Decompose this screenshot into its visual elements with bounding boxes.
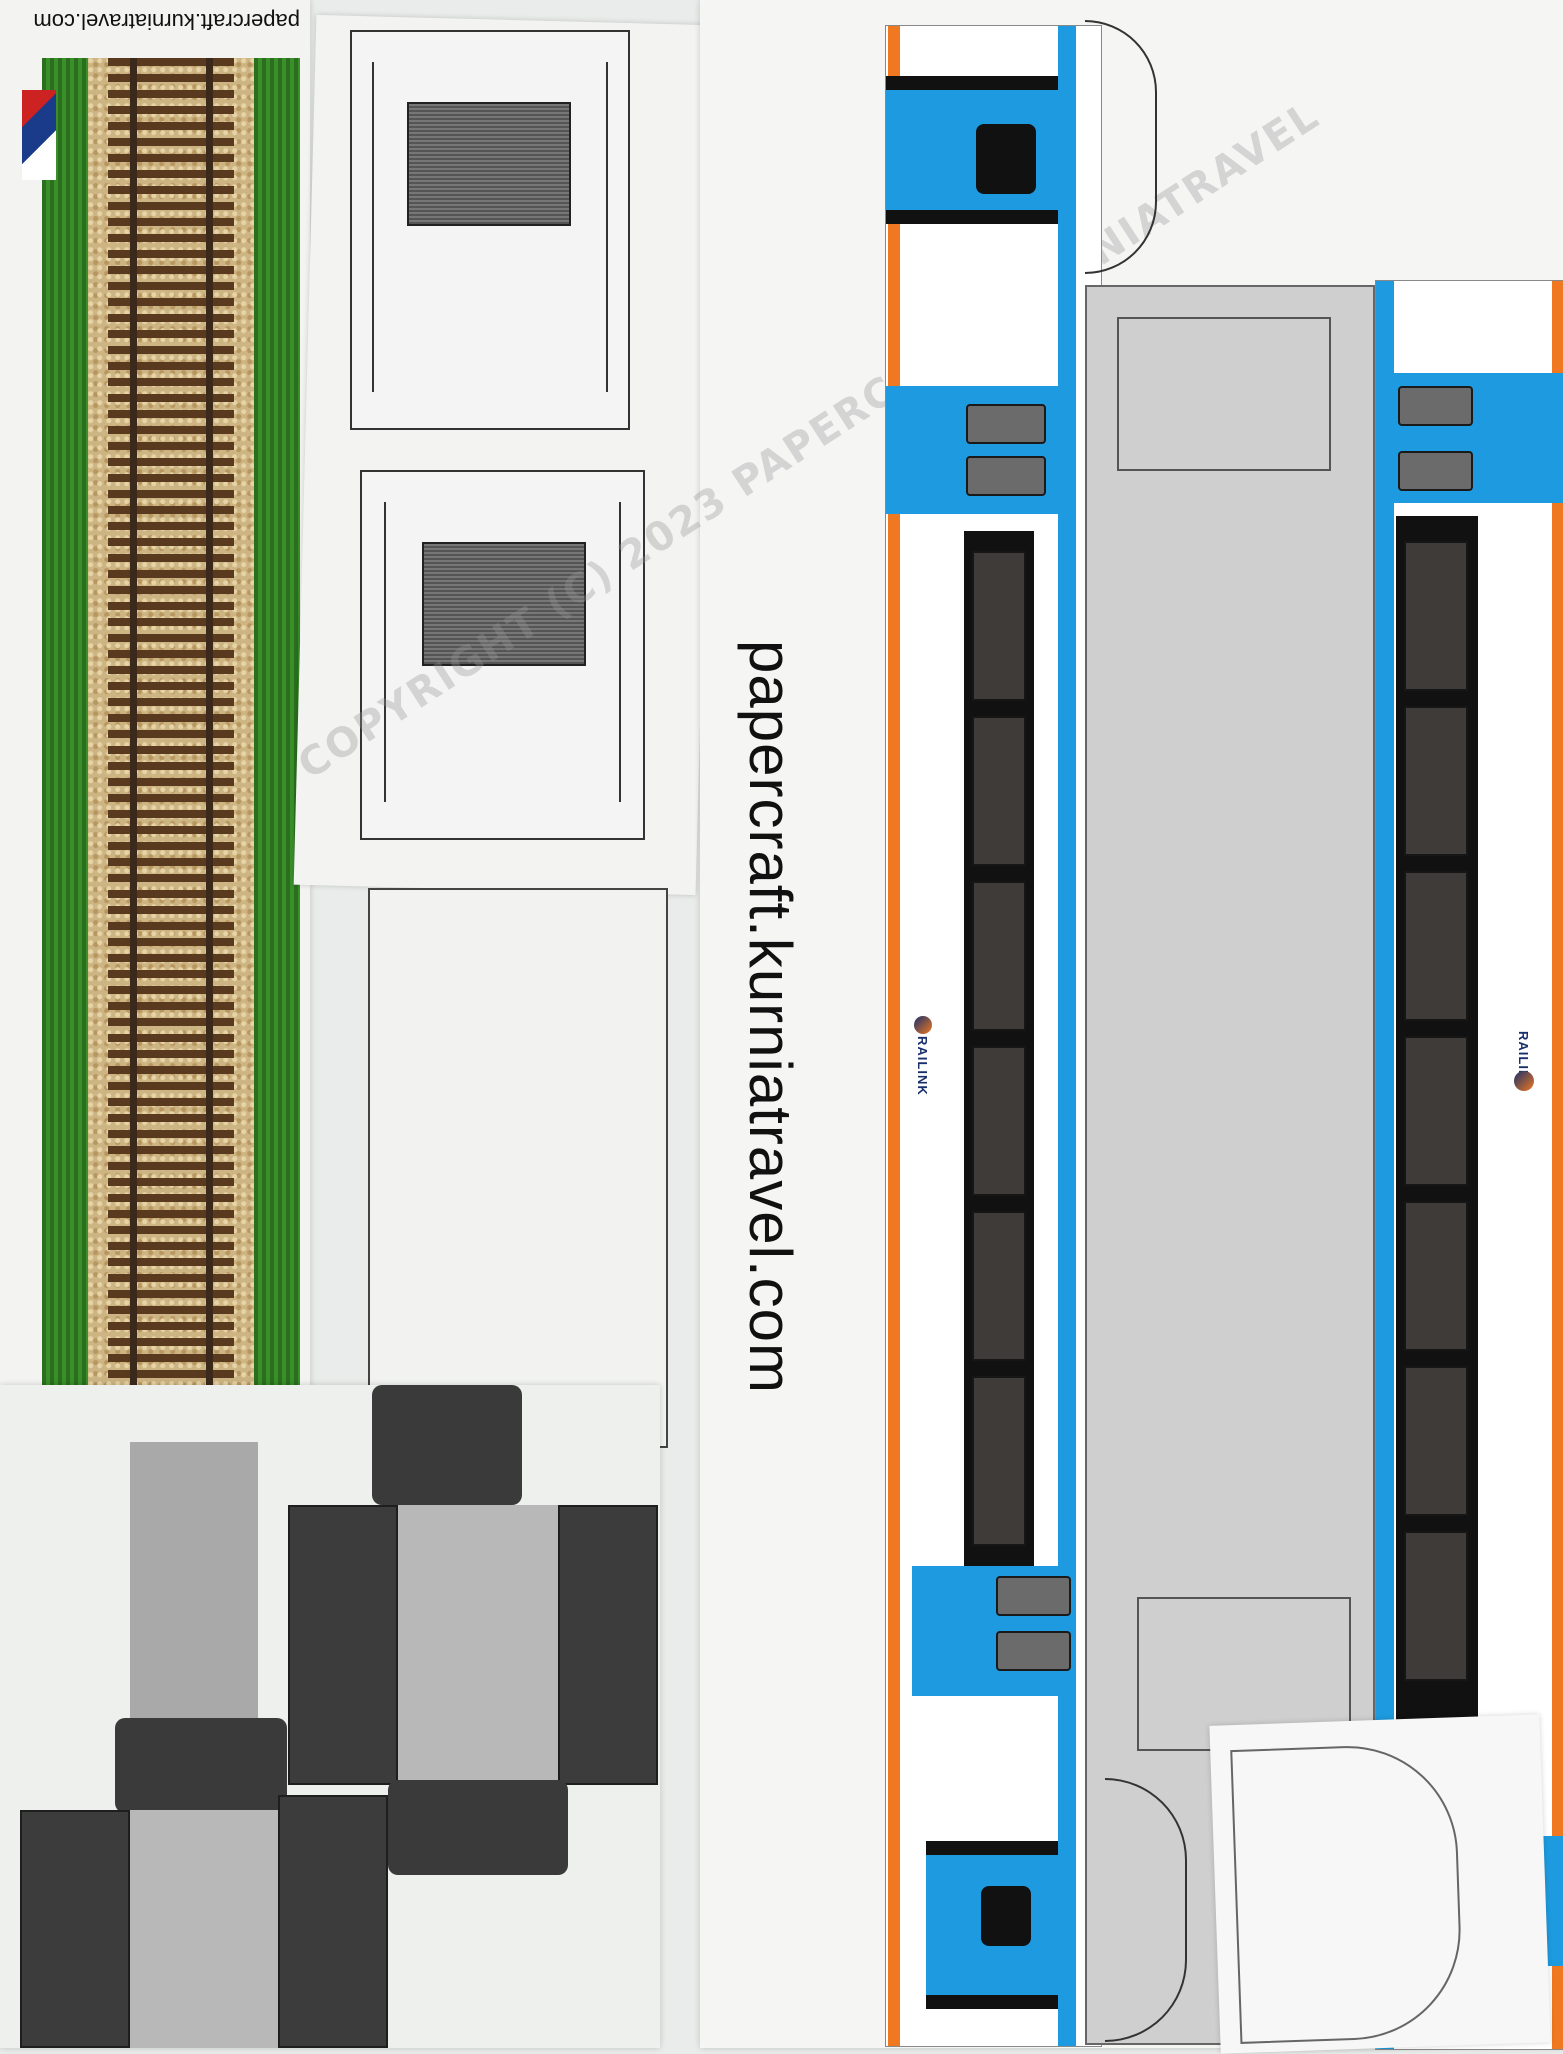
bogie-side-lower-right [278, 1795, 388, 2048]
railink-swoosh-icon-2 [1514, 1071, 1534, 1091]
small-site-text: papercraft.kurniatravel.com [33, 9, 300, 34]
small-logo-icon [22, 90, 56, 180]
railink-swoosh-icon [914, 1016, 932, 1034]
bogie-cap-lower [115, 1718, 287, 1813]
body-blank-panel [368, 888, 668, 1448]
loose-part-sheet [1209, 1714, 1551, 2054]
main-site-text: papercraft.kurniatravel.com [737, 640, 804, 1394]
bogie-side-lower-left [20, 1810, 130, 2048]
bogie-top-lower [130, 1810, 278, 2048]
railway-track-strip [42, 58, 300, 1386]
bogie-top [398, 1505, 558, 1785]
bogie-side-left [288, 1505, 398, 1785]
train-side-1: RAILINK [885, 25, 1102, 2047]
bogie-cap [372, 1385, 522, 1505]
bogie-cap-lower-2 [388, 1780, 568, 1875]
roof-net-bottom [360, 470, 645, 840]
nose-outline-bottom [1105, 1778, 1187, 2042]
nose-outline-top [1085, 20, 1157, 274]
bogie-side-right [558, 1505, 658, 1785]
railink-logo-1: RAILINK [915, 1036, 930, 1096]
roof-net-top [350, 30, 630, 430]
